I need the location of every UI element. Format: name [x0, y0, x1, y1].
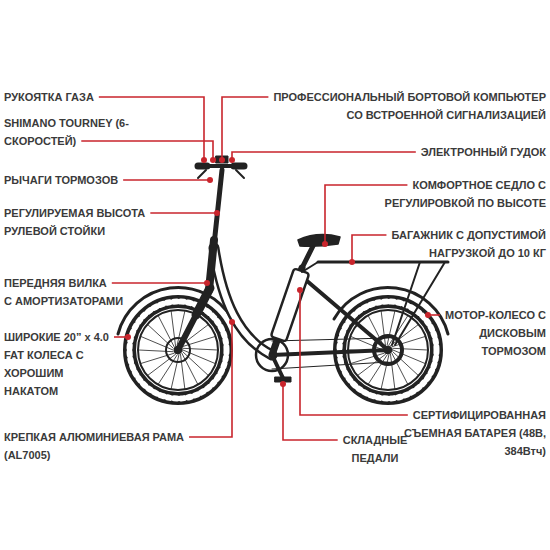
- spoke: [158, 315, 174, 346]
- steering-column: [214, 170, 222, 245]
- leader-line: [352, 235, 386, 262]
- spoke: [393, 352, 419, 376]
- spoke: [140, 353, 174, 363]
- brake-lever: [198, 170, 244, 178]
- grip: [198, 163, 244, 170]
- rack: [318, 261, 448, 264]
- saddle: [298, 235, 340, 247]
- leader-line: [189, 322, 232, 437]
- label-box: ПЕРЕДНЯЯ ВИЛКА С АМОРТИЗАТОРАМИ: [4, 274, 134, 310]
- seatpost: [302, 244, 314, 268]
- chain: [272, 338, 388, 369]
- leader-dot: [349, 259, 355, 265]
- fender: [118, 288, 232, 334]
- label-box: РЕГУЛИРУЕМАЯ ВЫСОТА РУЛЕВОЙ СТОЙКИ: [4, 204, 169, 240]
- leader-line: [222, 97, 268, 160]
- label-box: СЕРТИФИЦИРОВАННАЯ СЪЕМНАЯ БАТАРЕЯ (48В, …: [401, 406, 546, 460]
- part-label: ПЕРЕДНЯЯ ВИЛКА С АМОРТИЗАТОРАМИ: [4, 274, 134, 310]
- label-box: БАГАЖНИК С ДОПУСТИМОЙ НАГРУЗКОЙ ДО 10 КГ: [366, 226, 546, 262]
- leader-dot: [229, 319, 235, 325]
- spoke: [393, 348, 428, 350]
- leader-dot: [214, 210, 220, 216]
- leader-line: [150, 212, 217, 214]
- spoke: [171, 311, 175, 346]
- spoke: [181, 354, 185, 389]
- rack-strut: [302, 262, 445, 345]
- part-label: РЕГУЛИРУЕМАЯ ВЫСОТА РУЛЕВОЙ СТОЙКИ: [4, 204, 169, 240]
- leader-dot: [219, 157, 225, 163]
- spoke: [182, 353, 198, 384]
- leader-dot: [229, 157, 235, 163]
- leader-dot: [204, 280, 210, 286]
- bicycle: [118, 156, 448, 399]
- part-label: СЕРТИФИЦИРОВАННАЯ СЪЕМНАЯ БАТАРЕЯ (48В, …: [401, 406, 546, 460]
- label-box: ШИРОКИЕ 20” x 4.0 FAT КОЛЕСА С ХОРОШИМ Н…: [4, 328, 116, 400]
- chainstay: [272, 350, 388, 355]
- label-box: СКЛАДНЫЕ ПЕДАЛИ: [335, 431, 415, 467]
- leader-line: [123, 179, 210, 181]
- spoke: [158, 355, 177, 385]
- part-label: ПРОФЕССИОНАЛЬНЫЙ БОРТОВОЙ КОМПЬЮТЕР СО В…: [256, 88, 546, 124]
- label-box: КОМФОРТНОЕ СЕДЛО С РЕГУЛИРОВКОЙ ПО ВЫСОТ…: [346, 176, 546, 212]
- label-box: ЭЛЕКТРОННЫЙ ГУДОК: [326, 143, 546, 161]
- leader-line: [232, 152, 416, 160]
- leader-dot: [297, 287, 303, 293]
- part-label: СКЛАДНЫЕ ПЕДАЛИ: [335, 431, 415, 467]
- spoke: [171, 355, 179, 389]
- leader-dot: [280, 381, 286, 387]
- label-box: РЫЧАГИ ТОРМОЗОВ: [4, 171, 194, 189]
- fork: [178, 288, 210, 350]
- label-box: ПРОФЕССИОНАЛЬНЫЙ БОРТОВОЙ КОМПЬЮТЕР СО В…: [256, 88, 546, 124]
- part-label: РУКОЯТКА ГАЗА: [4, 88, 194, 106]
- spoke: [147, 324, 173, 348]
- part-label: БАГАЖНИК С ДОПУСТИМОЙ НАГРУЗКОЙ ДО 10 КГ: [366, 226, 546, 262]
- battery: [271, 268, 310, 341]
- leader-dot: [125, 334, 131, 340]
- part-label: РЫЧАГИ ТОРМОЗОВ: [4, 171, 194, 189]
- spoke: [391, 354, 395, 389]
- spoke: [183, 352, 209, 376]
- leader-dot: [201, 157, 207, 163]
- frame-inner: [214, 248, 272, 355]
- leader-line: [283, 384, 338, 440]
- part-label: SHIMANO TOURNEY (6-СКОРОСТЕЙ): [4, 114, 139, 150]
- leader-dot: [207, 177, 213, 183]
- label-box: КРЕПКАЯ АЛЮМИНИЕВАЯ РАМА (AL7005): [4, 428, 209, 464]
- label-box: МОТОР-КОЛЕСО С ДИСКОВЫМ ТОРМОЗОМ: [442, 306, 546, 360]
- leader-dot: [425, 312, 431, 318]
- leader-dot: [322, 241, 328, 247]
- spoke: [183, 348, 218, 350]
- leader-dot: [210, 157, 216, 163]
- frame: [214, 248, 272, 355]
- leader-line: [81, 141, 213, 160]
- part-label: ЭЛЕКТРОННЫЙ ГУДОК: [326, 143, 546, 161]
- label-box: РУКОЯТКА ГАЗА: [4, 88, 194, 106]
- display: [216, 156, 228, 163]
- crank: [272, 355, 283, 378]
- part-label: КРЕПКАЯ АЛЮМИНИЕВАЯ РАМА (AL7005): [4, 428, 209, 464]
- spoke: [368, 355, 387, 385]
- leader-line: [300, 290, 408, 415]
- label-box: SHIMANO TOURNEY (6-СКОРОСТЕЙ): [4, 114, 139, 150]
- part-label: МОТОР-КОЛЕСО С ДИСКОВЫМ ТОРМОЗОМ: [442, 306, 546, 360]
- spoke: [138, 350, 173, 352]
- part-label: ШИРОКИЕ 20” x 4.0 FAT КОЛЕСА С ХОРОШИМ Н…: [4, 328, 116, 400]
- spoke: [392, 353, 408, 384]
- spoke: [381, 311, 385, 346]
- spoke: [381, 355, 389, 389]
- leader-line: [112, 282, 207, 284]
- part-label: КОМФОРТНОЕ СЕДЛО С РЕГУЛИРОВКОЙ ПО ВЫСОТ…: [346, 176, 546, 212]
